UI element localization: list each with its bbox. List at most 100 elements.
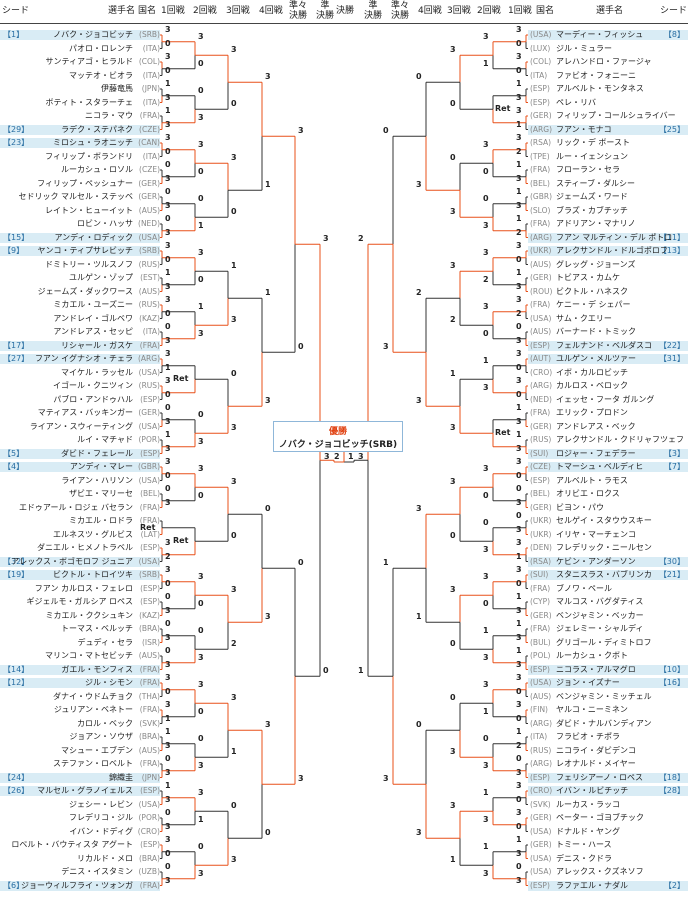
country-code: (ITA) [142, 70, 160, 80]
player-row: ジェームズ・ワード(GBR) [528, 192, 688, 202]
set-score: 0 [483, 328, 489, 338]
set-score: 3 [231, 855, 237, 865]
country-code: (USA) [138, 475, 160, 485]
player-row: デュディ・セラ(ISR) [0, 638, 160, 648]
set-score: 0 [165, 484, 171, 493]
set-score: 3 [516, 848, 522, 858]
country-code: (AUS) [530, 691, 552, 701]
set-score: 3 [516, 25, 522, 34]
player-name: エドゥアール・ロジェ バセラン [18, 502, 133, 512]
seed-label: 【24】 [3, 772, 30, 782]
player-name: フェルナンド・ベルダスコ [556, 340, 652, 350]
country-code: (ITA) [530, 732, 548, 741]
set-score: 1 [483, 787, 489, 797]
set-score: 1 [516, 79, 522, 88]
set-score: 0 [450, 153, 456, 163]
player-row: エドゥアール・ロジェ バセラン(FRA) [0, 503, 160, 513]
player-name: イェッセ・フータ ガルング [556, 394, 655, 404]
country-code: (RUS) [138, 300, 160, 309]
set-score: 1 [516, 592, 522, 601]
player-row: トーマス・ベルッチ(BRA) [0, 624, 160, 634]
player-row: ブラズ・カブチッチ(SLO) [528, 206, 688, 216]
country-code: (SUI) [530, 570, 549, 579]
player-row: フレデリック・ニールセン(DEN) [528, 543, 688, 553]
set-score: 3 [198, 436, 204, 446]
country-code: (THA) [138, 691, 160, 701]
set-score: 3 [165, 767, 171, 777]
player-row: ベンジャミン・ミッチェル(AUS) [528, 692, 688, 702]
set-score: 3 [516, 335, 522, 345]
player-row: ペーター・ゴヨブチック(GER) [528, 813, 688, 823]
seed-label: 【31】 [658, 354, 685, 363]
country-code: (FRA) [530, 219, 551, 228]
set-score: 2 [450, 315, 456, 325]
set-score: 3 [165, 673, 171, 682]
player-row: ダナイ・ウドムチョク(THA) [0, 692, 160, 702]
player-name: ケビン・アンダーソン [556, 556, 636, 566]
player-name: アルベルト・ラモス [556, 475, 628, 485]
set-score: 1 [358, 666, 364, 676]
player-name: ミロシュ・ラオニッチ [53, 138, 133, 147]
player-row: 【11】フアン マルティン・デル ポトロ(ARG) [528, 232, 688, 243]
set-score: 3 [450, 261, 456, 271]
set-score: 3 [165, 700, 171, 709]
country-code: (LAT) [140, 529, 160, 539]
set-score: 1 [165, 79, 171, 88]
player-name: ニコライ・ダビデンコ [556, 745, 636, 755]
player-row: イバン・ドディグ(CRO) [0, 827, 160, 837]
country-code: (RUS) [138, 259, 160, 269]
player-row: アレクサンドル・クドリャフツェフ(RUS) [528, 435, 688, 445]
set-score: 3 [483, 247, 489, 257]
set-score: 3 [324, 452, 330, 461]
set-score: 0 [516, 65, 522, 75]
player-name: ルイ・マチャド [77, 435, 133, 444]
country-code: (BEL) [140, 489, 160, 498]
player-row: パオロ・ロレンチ(ITA) [0, 44, 160, 54]
set-score: 3 [516, 673, 522, 682]
country-code: (ARG) [530, 381, 553, 390]
country-code: (UKR) [530, 516, 552, 525]
player-row: サム・クエリー(USA) [528, 314, 688, 324]
set-score: 1 [198, 301, 204, 311]
country-code: (USA) [138, 232, 160, 242]
set-score: 3 [516, 538, 522, 547]
player-row: 【18】フェリシアーノ・ロペス(ESP) [528, 772, 688, 783]
set-score: 0 [231, 207, 237, 217]
set-score: 1 [516, 187, 522, 196]
country-code: (SUI) [530, 448, 549, 458]
country-code: (KAZ) [139, 313, 160, 323]
player-row: エルネスツ・グルビス(LAT) [0, 530, 160, 540]
country-code: (CYP) [530, 597, 551, 606]
set-score: 3 [416, 828, 422, 838]
country-code: (RUS) [530, 435, 552, 444]
player-name: フローラン・セラ [556, 165, 620, 174]
set-score: 0 [483, 193, 489, 203]
player-name: フアン マルティン・デル ポトロ [556, 232, 673, 242]
set-score: 0 [450, 639, 456, 649]
set-score: 3 [516, 200, 522, 210]
set-score: 2 [516, 227, 522, 237]
player-row: ミカエル・ロドラ(FRA) [0, 516, 160, 526]
country-code: (FRA) [139, 678, 160, 687]
set-score: 2 [231, 639, 237, 649]
player-row: バーナード・トミック(AUS) [528, 327, 688, 337]
player-name: ラデク・ステパネク [61, 124, 133, 134]
player-row: ケニー・デ シェパー(FRA) [528, 300, 688, 310]
country-code: (ARG) [530, 718, 553, 728]
player-row: フィリップ・ボランドリ(ITA) [0, 152, 160, 162]
player-name: ケニー・デ シェパー [556, 300, 631, 309]
player-name: ガエル・モンフィス [61, 664, 133, 674]
player-name: イボ・カルロビッチ [556, 367, 628, 377]
player-name: トマーシュ・ベルディヒ [556, 462, 644, 471]
country-code: (ESP) [530, 475, 550, 485]
country-code: (ESP) [140, 786, 160, 795]
player-row: ニコラ・マウ(FRA) [0, 111, 160, 121]
player-name: ジョーウィルフライ・ツォンガ [21, 880, 133, 890]
seed-label: 【27】 [3, 354, 30, 363]
seed-label: 【2】 [663, 880, 685, 890]
player-row: スティーブ・ダルシー(BEL) [528, 179, 688, 189]
seed-label: 【7】 [663, 462, 685, 471]
set-score: 3 [198, 328, 204, 338]
set-score: 3 [483, 139, 489, 149]
set-score: 3 [165, 25, 171, 34]
